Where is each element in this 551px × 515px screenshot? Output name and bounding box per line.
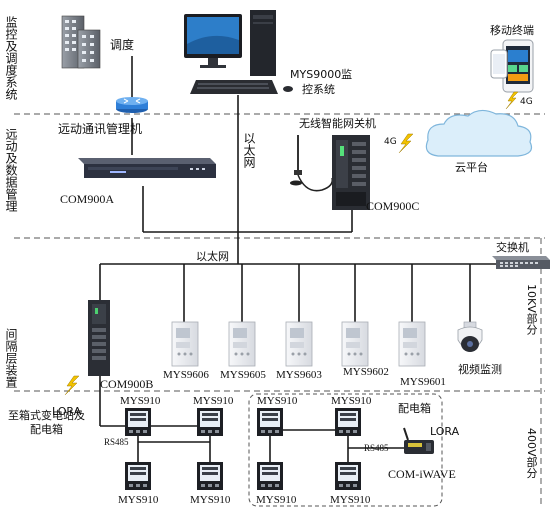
mys9605-label: MYS9605 [220,369,266,381]
meter-tl-label: MYS910 [120,395,161,407]
phone-icon [490,39,534,93]
dispatch-label: 调度 [110,38,135,52]
distribution-box-frame [248,393,443,507]
mobile-terminal-label: 移动终端 [490,24,534,37]
connection-lines [99,56,496,468]
rs485-right-label: RS485 [364,443,389,453]
meter-r-br-label: MYS910 [330,494,371,506]
zone-label-400v: 400V部分 [525,428,538,479]
zone-label-remote: 远动及数据管理 [4,128,18,212]
lora-module-icon [403,427,434,454]
mys9000-label-line2: 控系统 [302,83,335,96]
mys9601-label: MYS9601 [400,376,446,388]
meter-bl-label: MYS910 [118,494,159,506]
signal-4g-top: 4G [520,97,533,107]
switch-label: 交换机 [496,241,529,254]
meter-tr-label: MYS910 [193,395,234,407]
meter-r-tl-label: MYS910 [257,395,298,407]
meter-br-label: MYS910 [190,494,231,506]
substation-label-line2: 配电箱 [30,423,63,436]
meter-r-bl-label: MYS910 [256,494,297,506]
wireless-gateway-label: 无线智能网关机 [299,117,376,130]
rs485-left-label: RS485 [104,437,129,447]
signal-4g-mid: 4G [384,137,397,147]
power-meter-icon [125,408,361,490]
gateway-icon [290,135,370,210]
lightning-icon [64,91,519,396]
building-icon [61,15,101,69]
ethernet-vertical-label: 以太网 [242,132,256,168]
substation-label-line1: 至箱式变电站及 [8,409,85,422]
zone-label-monitoring: 监控及调度系统 [4,16,18,100]
video-label: 视频监测 [458,363,502,376]
cloud-icon [425,109,533,157]
lora-left-label: LORA [52,405,82,418]
com900a-label: COM900A [60,192,115,206]
camera-icon [457,321,483,352]
com900b-label: COM900B [100,377,154,391]
switch-icon [492,256,550,269]
cloud-label: 云平台 [455,161,488,174]
rack-server-icon [78,158,216,178]
ethernet-bus-label: 以太网 [196,250,229,263]
mys9000-label-line1: MYS9000监 [290,68,353,81]
router-icon [116,97,148,113]
remote-comm-label: 远动通讯管理机 [58,122,143,136]
lora-right-label: LORA [430,425,460,438]
com900b-device-icon [88,300,110,376]
protection-relay-icon [171,321,426,367]
computer-icon [184,10,293,94]
mys9606-label: MYS9606 [163,369,209,381]
meter-r-tr-label: MYS910 [331,395,372,407]
zone-label-10kv: 10KV部分 [525,284,538,335]
mys9603-label: MYS9603 [276,369,322,381]
com-iwave-label: COM-iWAVE [388,467,456,481]
com900c-label: COM900C [366,199,420,213]
mys9602-label: MYS9602 [343,366,389,378]
zone-label-bay: 间隔层装置 [4,328,18,388]
distribution-box-label: 配电箱 [398,402,431,415]
